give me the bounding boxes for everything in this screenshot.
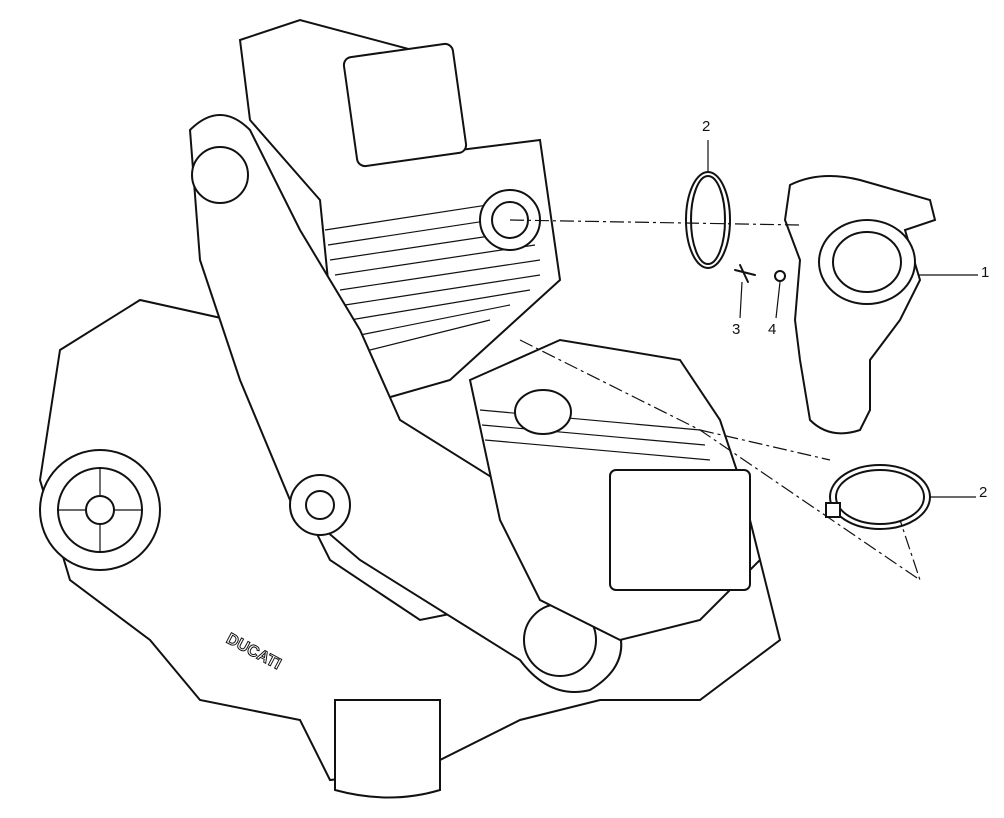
callout-lower-clamp: 2 bbox=[979, 484, 988, 501]
callout-washer: 4 bbox=[768, 321, 777, 338]
screw bbox=[734, 264, 756, 283]
callout-intake-manifold: 1 bbox=[981, 264, 990, 281]
washer bbox=[774, 270, 786, 282]
intake-manifold bbox=[783, 175, 937, 435]
center-line-upper bbox=[509, 219, 801, 226]
callout-screw: 3 bbox=[732, 321, 741, 338]
upper-clamp bbox=[685, 171, 731, 269]
oil-filter bbox=[334, 699, 441, 799]
callout-upper-clamp: 2 bbox=[702, 118, 711, 135]
rear-head-cover bbox=[342, 42, 468, 168]
front-head-cover bbox=[609, 469, 751, 591]
lower-clamp bbox=[829, 464, 931, 530]
center-line-lower bbox=[519, 339, 922, 582]
